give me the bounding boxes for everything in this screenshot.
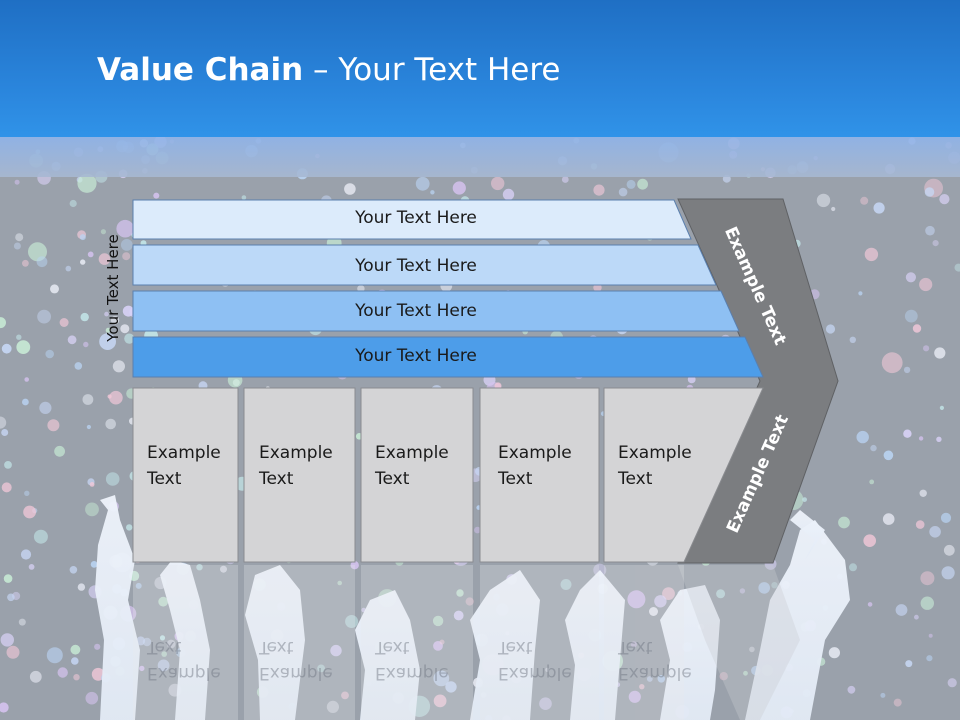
activity-3-line2: Text [375, 469, 410, 489]
title-bar-strip [0, 137, 960, 177]
support-bar-4-label: Your Text Here [355, 346, 477, 366]
activity-box-3 [360, 387, 474, 563]
support-bar-4 [132, 336, 764, 378]
activity-reflections [133, 565, 684, 720]
activity-2-line1: Example [259, 443, 333, 463]
activity-2-line2: Text [259, 469, 294, 489]
activity-1-line2: Text [147, 469, 182, 489]
margin-chevron-reflection [678, 565, 800, 720]
activity-5-line2: Text [618, 469, 653, 489]
activity-4-line2: Text [498, 469, 533, 489]
dancer-silhouettes [95, 495, 850, 720]
activity-box-2 [243, 387, 356, 563]
activity-4-line1: Example [498, 443, 572, 463]
page-title: Value Chain – Your Text Here [97, 52, 560, 88]
support-bar-1-label: Your Text Here [355, 208, 477, 228]
support-bar-2-label: Your Text Here [355, 256, 477, 276]
activity-box-5 [603, 387, 764, 563]
activity-box-1 [132, 387, 239, 563]
support-bar-2 [132, 244, 717, 286]
margin-chevron [677, 198, 839, 564]
title-bold: Value Chain [97, 52, 304, 88]
support-bar-3-label: Your Text Here [355, 301, 477, 321]
support-bar-1 [132, 199, 692, 240]
activity-5-line1: Example [618, 443, 692, 463]
title-rest: – Your Text Here [303, 52, 561, 88]
activity-box-4 [479, 387, 600, 563]
activity-1-line1: Example [147, 443, 221, 463]
support-bar-3 [132, 290, 740, 332]
activity-3-line1: Example [375, 443, 449, 463]
title-bar [0, 0, 960, 137]
